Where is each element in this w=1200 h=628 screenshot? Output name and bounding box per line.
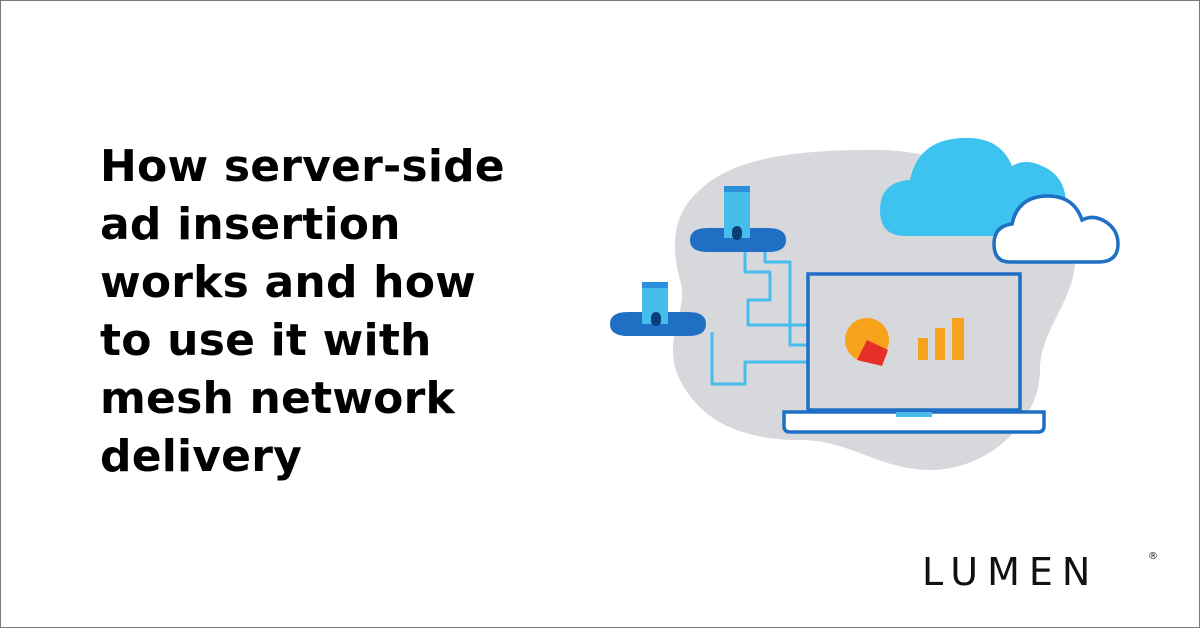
headline-line: works and how	[100, 257, 476, 308]
pie-chart-icon	[845, 318, 889, 366]
network-illustration	[610, 137, 1120, 470]
headline-line: delivery	[100, 431, 303, 482]
bar-chart-icon	[918, 318, 964, 360]
headline-line: mesh network	[100, 373, 455, 424]
registered-mark: ®	[1148, 551, 1158, 562]
headline-line: ad insertion	[100, 199, 401, 250]
cloud-outline-icon	[992, 194, 1120, 264]
server-cloud-icon	[690, 186, 786, 252]
headline: How server-side ad insertion works and h…	[100, 138, 570, 486]
headline-line: to use it with	[100, 315, 432, 366]
headline-line: How server-side	[100, 141, 505, 192]
network-cables	[710, 250, 812, 386]
laptop-icon	[782, 272, 1046, 434]
lumen-logo: LUMEN	[922, 550, 1100, 594]
server-cloud-icon	[610, 282, 706, 336]
